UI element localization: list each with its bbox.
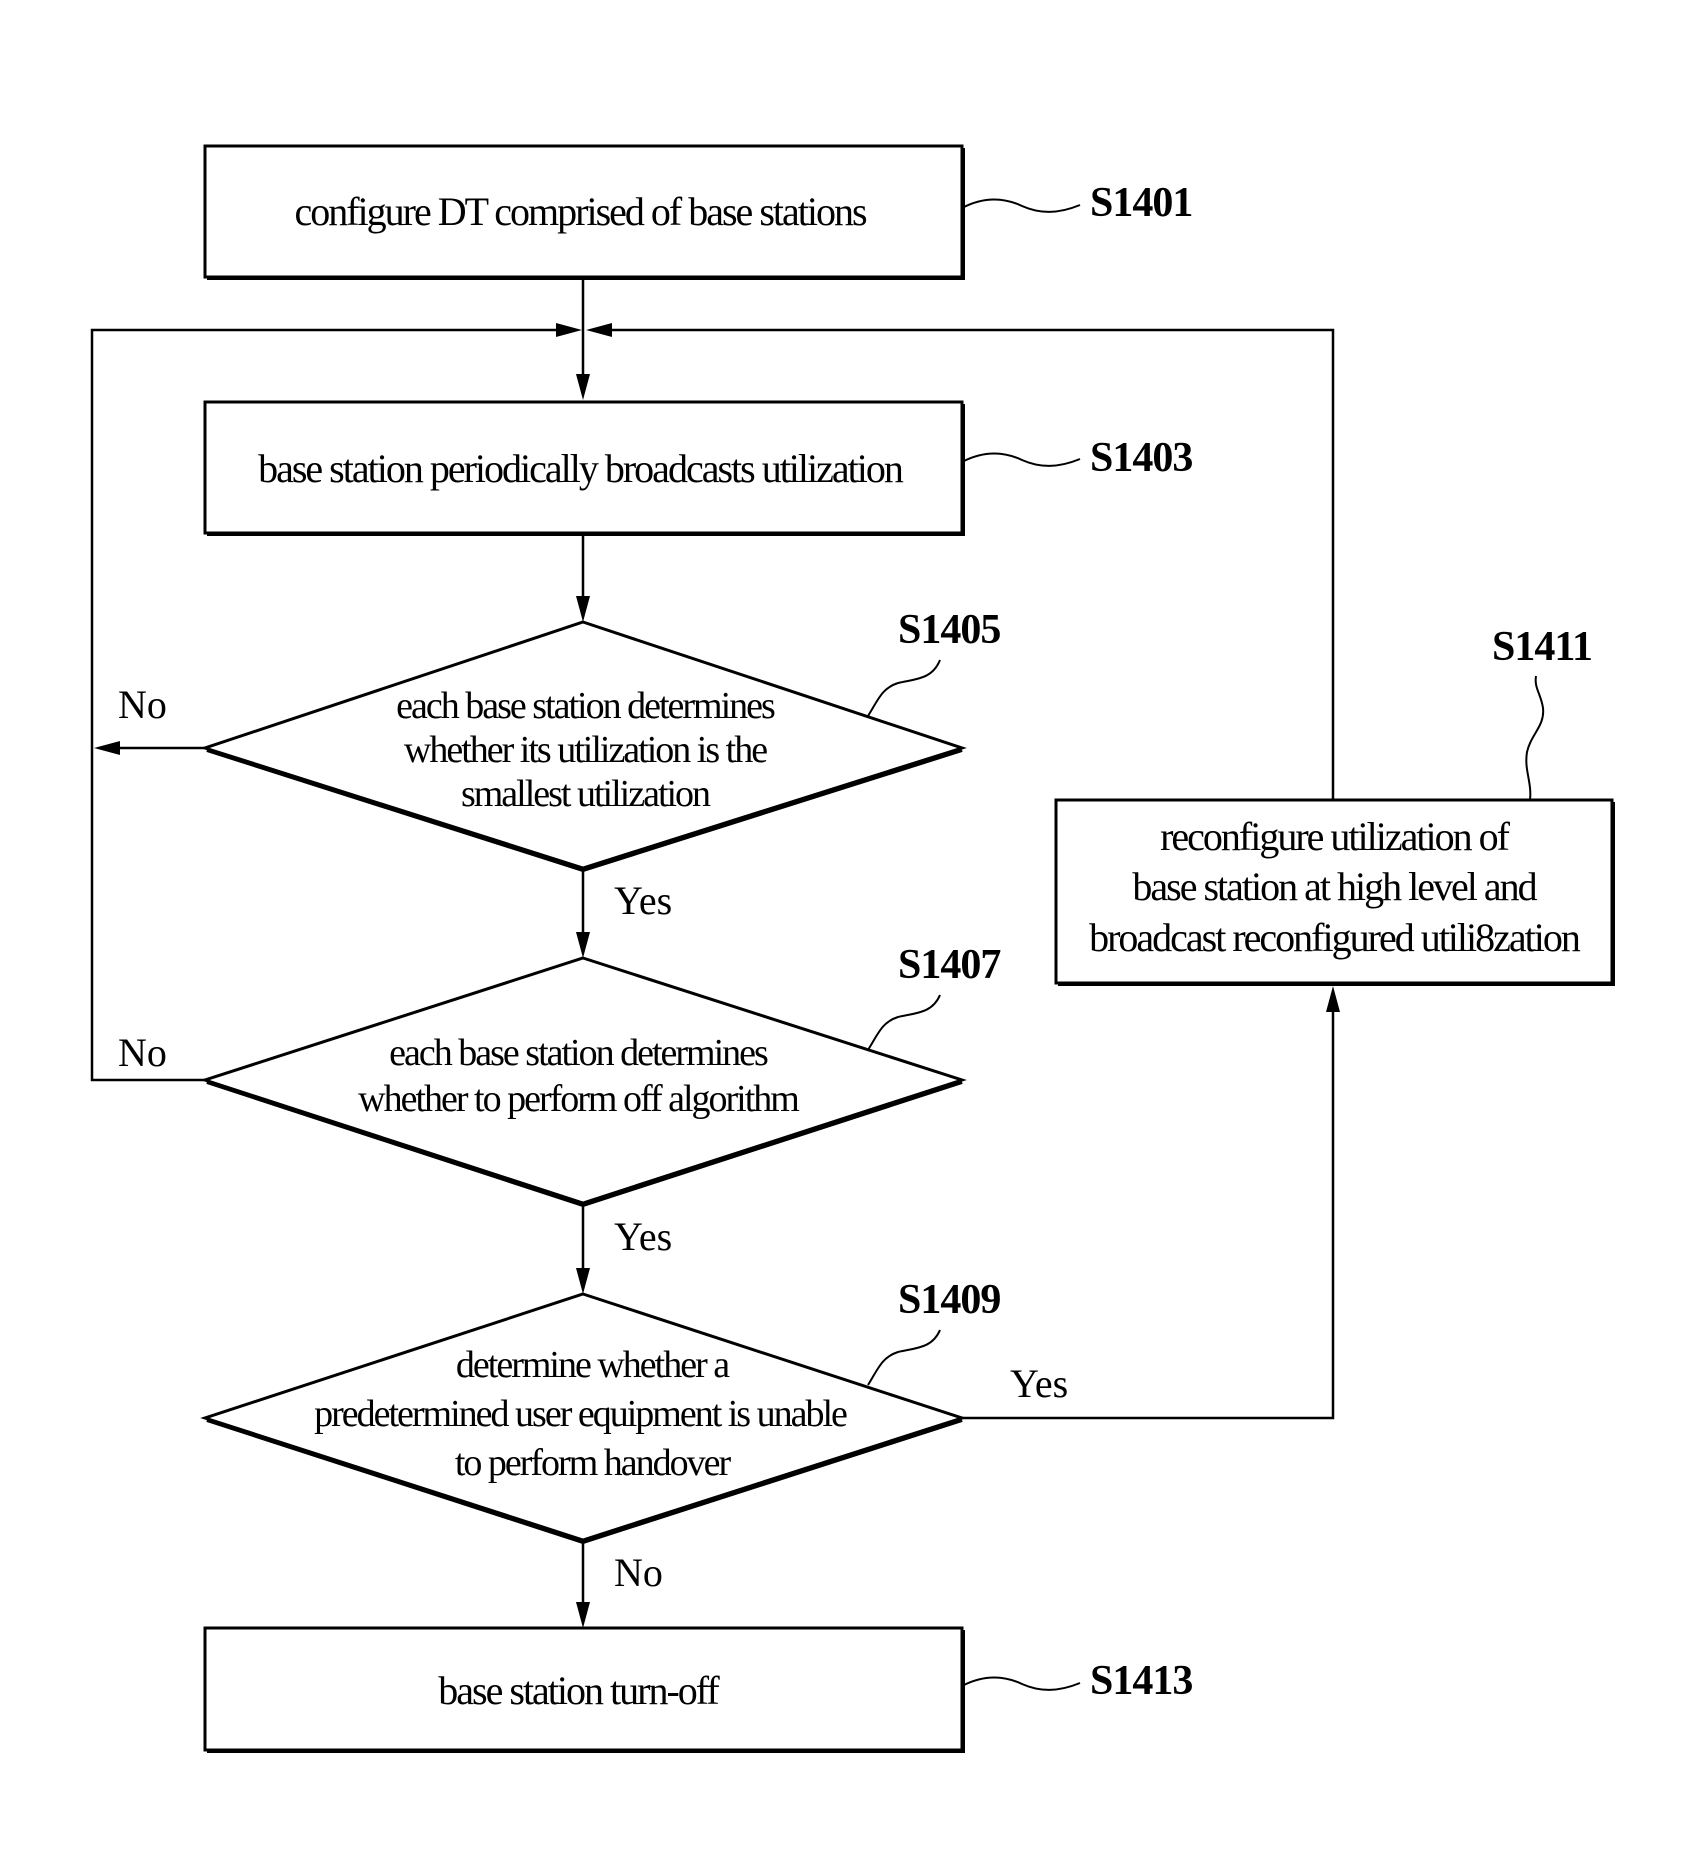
decision-line-2: predetermined user equipment is unable [314,1393,847,1435]
decision-line-2: whether to perform off algorithm [358,1078,799,1120]
decision-s1405: each base station determines whether its… [205,622,962,870]
decision-s1409: determine whether a predetermined user e… [205,1294,962,1542]
step-label-s1413: S1413 [1090,1658,1192,1704]
step-label-s1405: S1405 [898,607,1000,653]
step-s1413: base station turn-off [205,1628,963,1751]
branch-yes-label: Yes [614,878,672,923]
step-s1411: reconfigure utilization of base station … [1056,800,1613,984]
leader-line [1526,676,1543,800]
step-line-1: reconfigure utilization of [1160,814,1511,859]
arrow-head [576,932,590,958]
leader-line [962,200,1080,212]
step-label-s1403: S1403 [1090,435,1192,481]
decision-line-1: each base station determines [396,685,775,727]
step-text: base station turn-off [438,1668,720,1713]
leader-line [962,454,1080,466]
decision-line-1: determine whether a [456,1344,730,1386]
arrow-head [94,741,120,755]
leader-line [868,995,940,1050]
leader-line [868,1330,940,1385]
yes-branch-line [962,1000,1333,1418]
arrow-head [586,323,612,337]
step-label-s1409: S1409 [898,1277,1000,1323]
step-label-s1401: S1401 [1090,180,1192,226]
decision-s1407: each base station determines whether to … [205,958,962,1205]
decision-line-1: each base station determines [389,1032,768,1074]
step-label-s1407: S1407 [898,942,1000,988]
branch-no-label: No [118,1030,167,1075]
arrow-head [576,1602,590,1628]
decision-line-2: whether its utilization is the [404,729,767,771]
arrow-head [576,1268,590,1294]
arrow-head [556,323,582,337]
arrow-head [1326,986,1340,1012]
step-text: configure DT comprised of base stations [294,189,867,234]
arrow-head [576,596,590,622]
leader-line [962,1678,1080,1690]
step-line-3: broadcast reconfigured utili8zation [1089,915,1581,960]
branch-yes-label: Yes [1010,1361,1068,1406]
step-text: base station periodically broadcasts uti… [258,446,904,491]
arrow-head [576,374,590,400]
step-s1403: base station periodically broadcasts uti… [205,402,963,534]
decision-line-3: smallest utilization [461,773,711,815]
step-line-2: base station at high level and [1132,864,1537,909]
step-s1401: configure DT comprised of base stations [205,146,963,278]
decision-line-3: to perform handover [455,1442,732,1484]
branch-no-label: No [118,682,167,727]
leader-line [868,660,940,716]
branch-no-label: No [614,1550,663,1595]
branch-yes-label: Yes [614,1214,672,1259]
step-label-s1411: S1411 [1492,624,1592,670]
